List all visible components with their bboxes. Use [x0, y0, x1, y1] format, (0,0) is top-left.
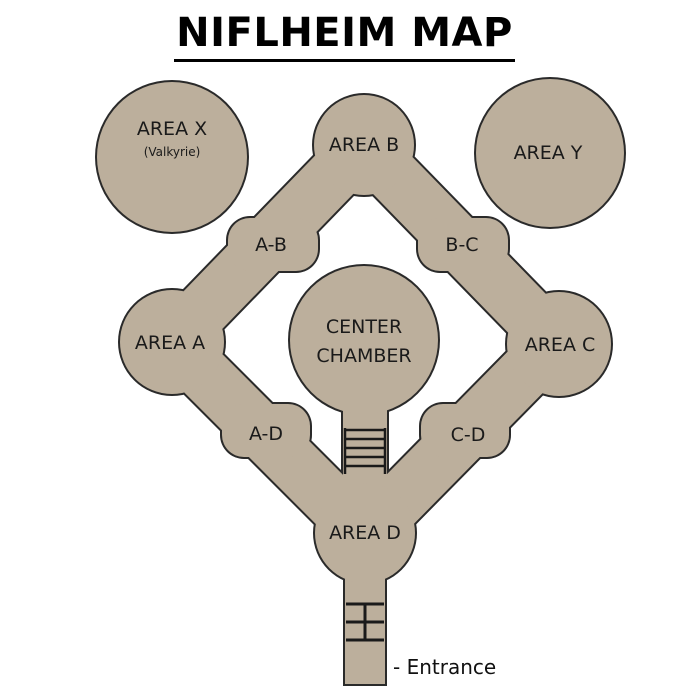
- area-d-label: AREA D: [329, 522, 401, 544]
- cd-label: C-D: [451, 424, 486, 446]
- map-title-text: NIFLHEIM MAP: [174, 8, 515, 62]
- area-y-room: [476, 79, 624, 227]
- map-title: NIFLHEIM MAP: [0, 8, 689, 62]
- ab-label: A-B: [255, 234, 287, 256]
- area-a-room: [120, 290, 224, 394]
- area-a-label: AREA A: [135, 332, 205, 354]
- area-x-room: [97, 82, 247, 232]
- area-c-label: AREA C: [525, 334, 596, 356]
- area-b-label: AREA B: [329, 134, 399, 156]
- area-x-sublabel: (Valkyrie): [144, 145, 201, 159]
- area-c-room: [507, 292, 611, 396]
- entrance-label: - Entrance: [393, 655, 496, 679]
- ladder-icon: [343, 428, 387, 474]
- room-fills: [97, 79, 624, 583]
- center-label-line1: CENTER: [326, 316, 402, 338]
- area-y-label: AREA Y: [514, 142, 583, 164]
- ad-label: A-D: [249, 423, 283, 445]
- center-chamber-room: [290, 266, 438, 414]
- ab-room: [228, 218, 318, 271]
- area-d-room: [315, 483, 415, 583]
- ladder-icon: [346, 602, 384, 642]
- area-x-label: AREA X: [137, 118, 207, 140]
- bc-label: B-C: [445, 234, 478, 256]
- cd-room: [421, 404, 509, 457]
- bc-room: [418, 218, 508, 271]
- center-label-line2: CHAMBER: [316, 345, 411, 367]
- area-b-room: [314, 95, 414, 195]
- ad-room: [222, 404, 310, 457]
